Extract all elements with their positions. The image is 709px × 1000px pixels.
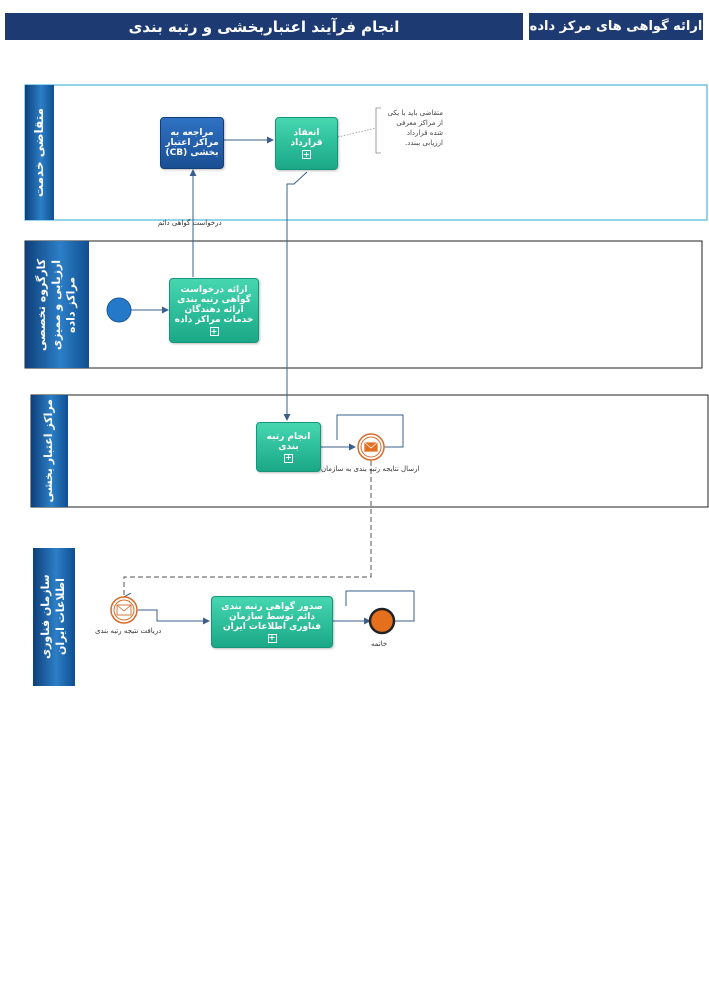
lane-applicant — [24, 84, 708, 221]
send-message-event[interactable] — [357, 433, 385, 461]
task-issue-certificate[interactable]: صدور گواهی رتبه بندی دائم توسط سازمان فن… — [211, 596, 333, 648]
subprocess-plus-icon[interactable]: + — [209, 326, 219, 336]
annotation-bracket — [375, 107, 381, 154]
flow-send-loop — [336, 414, 404, 448]
label-permanent-request: درخواست گواهی دائم — [158, 219, 222, 227]
flow-end-loop — [345, 590, 415, 622]
label-receive-result: دریافت نتیجه رتبه بندی — [95, 627, 162, 635]
lane-title-workgroup: کارگروه تخصصی ارزیابی و ممیزی مراکز داده — [25, 241, 89, 368]
lane-title-applicant: متقاضی خدمت — [25, 85, 54, 220]
subprocess-plus-icon[interactable]: + — [284, 453, 293, 463]
flow-receive-to-issue — [138, 609, 210, 625]
lane-title-cb-centers: مراکز اعتبار بخشی — [31, 395, 68, 507]
section-title: ارائه گواهی های مرکز داده — [529, 19, 703, 34]
label-end: خاتمه — [371, 640, 388, 648]
subprocess-plus-icon[interactable]: + — [267, 633, 277, 643]
task-refer-cb[interactable]: مراجعه به مراکز اعتبار بخشی (CB) — [160, 117, 224, 169]
task-do-ranking[interactable]: انجام رتبه بندی + — [256, 422, 321, 472]
section-title-bar: ارائه گواهی های مرکز داده — [529, 13, 703, 40]
flow-contract-to-ranking — [283, 171, 308, 421]
annotation-link — [337, 127, 377, 138]
receive-message-event[interactable] — [110, 596, 138, 624]
task-present-request[interactable]: ارائه درخواست گواهی رتبه بندی ارائه دهند… — [169, 278, 259, 343]
start-event[interactable] — [106, 297, 132, 323]
task-contract[interactable]: انعقاد قرارداد + — [275, 117, 338, 170]
lane-title-ito: سازمان فناوری اطلاعات ایران — [33, 548, 75, 686]
message-flow — [124, 461, 372, 597]
subprocess-plus-icon[interactable]: + — [302, 149, 311, 159]
process-title-bar: انجام فرآیند اعتباربخشی و رتبه بندی — [5, 13, 523, 40]
annotation-text: متقاضی باید با یکی از مراکز معرفی شده قر… — [387, 109, 443, 147]
end-event[interactable] — [368, 607, 396, 635]
process-title: انجام فرآیند اعتباربخشی و رتبه بندی — [128, 17, 400, 36]
label-send-result: ارسال نتایجه رتبه بندی به سازمان — [321, 465, 420, 473]
